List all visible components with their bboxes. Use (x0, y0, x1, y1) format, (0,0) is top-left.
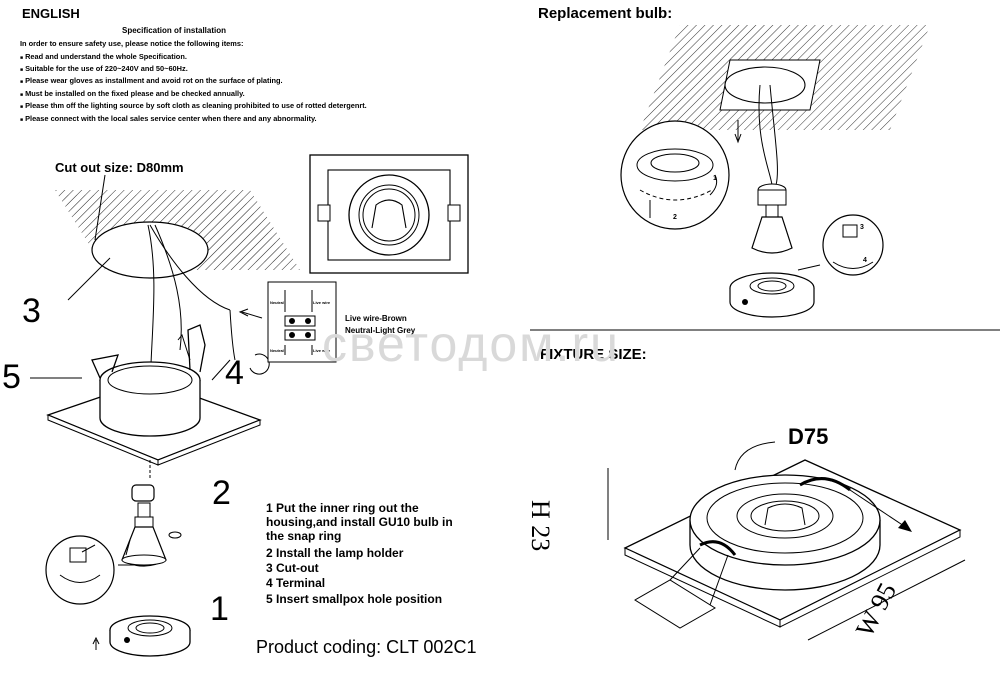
tag-live-top: Live wire (313, 300, 331, 305)
neutral-wire-label: Neutral-Light Grey (345, 326, 416, 335)
top-view-fixture (309, 154, 469, 274)
callout-5: 5 (2, 358, 21, 396)
live-wire-label: Live wire-Brown (345, 314, 407, 323)
tag-neutral-bottom: Neutral (270, 348, 284, 353)
detail-circle-left (45, 535, 140, 605)
bullet-icon: ■ (20, 79, 24, 85)
callout-3: 3 (22, 292, 41, 330)
replacement-title: Replacement bulb: (538, 5, 673, 22)
replacement-detail-right (797, 214, 884, 276)
bullet-icon: ■ (20, 117, 24, 123)
housing-figure (30, 309, 270, 466)
bullet-icon: ■ (20, 55, 24, 61)
language-heading: ENGLISH (22, 6, 80, 21)
cutout-size-label: Cut out size: D80mm (55, 160, 184, 175)
spec-item-text: Please connect with the local sales serv… (25, 114, 317, 123)
spec-item-text: Must be installed on the fixed please an… (25, 89, 245, 98)
spec-item-text: Please thm off the lighting source by so… (25, 101, 367, 110)
step-line: 5 Insert smallpox hole position (266, 592, 443, 606)
bullet-icon: ■ (20, 92, 24, 98)
watermark: светодом.ru (322, 316, 620, 372)
replacement-arrow-3: 3 (860, 224, 864, 231)
tag-live-bottom: Live wire (313, 348, 331, 353)
spec-item: ■ Please thm off the lighting source by … (20, 101, 367, 110)
spec-item: ■ Read and understand the whole Specific… (20, 52, 187, 61)
fixture-size-drawing (607, 441, 966, 641)
step-line: the snap ring (266, 529, 342, 543)
replacement-detail-left (620, 120, 730, 230)
bullet-icon: ■ (20, 67, 24, 73)
bulb-and-ring-figure (92, 460, 191, 657)
spec-item-text: Read and understand the whole Specificat… (25, 52, 187, 61)
callout-4: 4 (225, 354, 244, 392)
step-line: 2 Install the lamp holder (266, 546, 404, 560)
spec-item-text: Please wear gloves as installment and av… (25, 76, 283, 85)
spec-item: ■ Must be installed on the fixed please … (20, 89, 245, 98)
step-line: housing,and install GU10 bulb in (266, 515, 453, 529)
step-line: 1 Put the inner ring out the (266, 501, 419, 515)
spec-item: ■ Please connect with the local sales se… (20, 114, 317, 123)
spec-item: ■ Please wear gloves as installment and … (20, 76, 283, 85)
fixture-size-title: FIXTURE SIZE: (540, 346, 647, 363)
diameter-label: D75 (788, 424, 829, 449)
step-line: 4 Terminal (266, 576, 326, 590)
terminal-wiring-diagram (238, 281, 337, 363)
tag-neutral-top: Neutral (270, 300, 284, 305)
height-label: H 23 (526, 500, 555, 552)
bullet-icon: ■ (20, 104, 24, 110)
spec-item: ■ Suitable for the use of 220~240V and 5… (20, 64, 188, 73)
step-line: 3 Cut-out (266, 561, 319, 575)
callout-1: 1 (210, 590, 229, 628)
replacement-arrow-4: 4 (863, 257, 867, 264)
spec-title: Specification of installation (122, 26, 227, 35)
ceiling-cutout-figure (55, 174, 300, 401)
product-coding: Product coding: CLT 002C1 (256, 637, 477, 657)
replacement-ceiling (640, 25, 930, 186)
spec-intro: In order to ensure safety use, please no… (20, 39, 244, 48)
replacement-arrow-1: 1 (713, 175, 717, 182)
replacement-arrow-2: 2 (673, 214, 677, 221)
replacement-bulb (729, 183, 815, 318)
callout-2: 2 (212, 474, 231, 512)
spec-item-text: Suitable for the use of 220~240V and 50~… (25, 64, 188, 73)
